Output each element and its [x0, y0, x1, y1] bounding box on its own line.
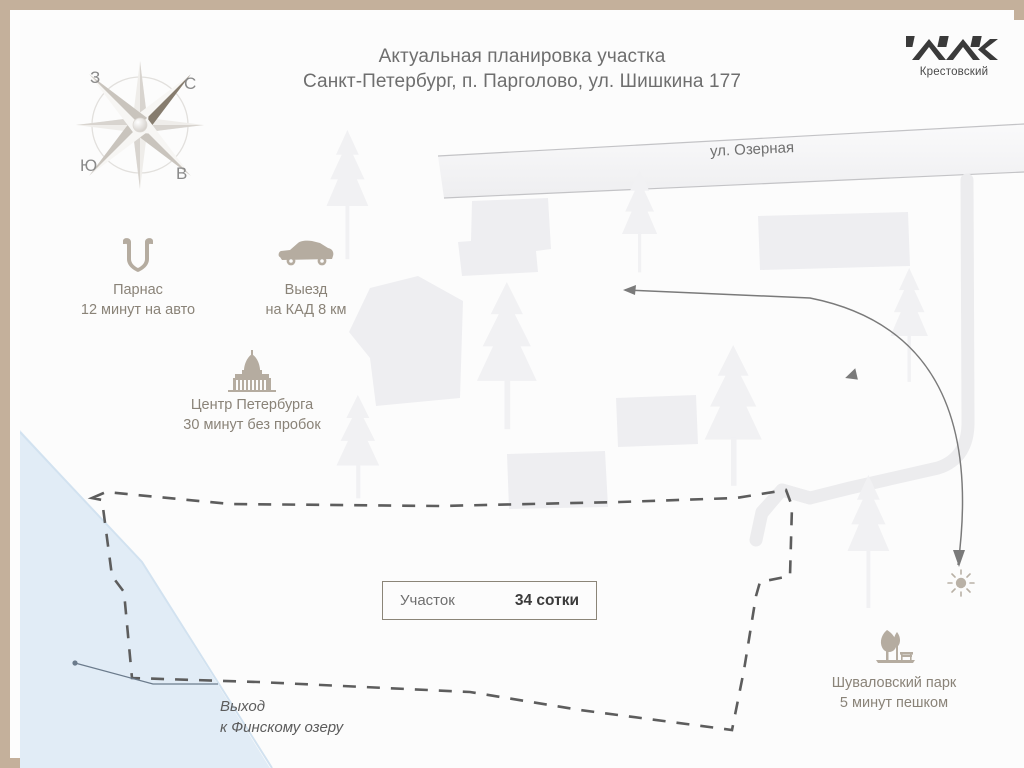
exit-callout-line2: к Финскому озеру	[220, 719, 344, 736]
exit-callout-line1: Выход	[220, 698, 266, 715]
poi-kad-line2: на КАД 8 км	[265, 302, 347, 318]
poi-kad-exit: Выезд на КАД 8 км	[216, 235, 396, 320]
page-title: Актуальная планировка участка Санкт-Пете…	[222, 44, 822, 94]
sun-path-arrowhead-end	[623, 285, 636, 295]
title-line-2: Санкт-Петербург, п. Парголово, ул. Шишки…	[303, 71, 741, 92]
title-line-1: Актуальная планировка участка	[378, 46, 666, 67]
sun-path-arrowhead-mid	[845, 368, 858, 380]
compass-labels: З С Ю В	[80, 60, 210, 200]
exit-leader-line	[72, 660, 218, 685]
cathedral-icon	[112, 350, 392, 392]
poi-center-line1: Центр Петербурга	[190, 397, 314, 413]
driveway-stub	[756, 484, 788, 520]
metro-icon	[43, 235, 233, 275]
poi-shuvalovsky-park: Шуваловский парк 5 минут пешком	[786, 628, 1002, 713]
plot-area-badge: Участок 34 сотки	[382, 581, 597, 620]
lake-shoreline	[20, 431, 273, 768]
building-footprints	[349, 198, 910, 509]
park-tree-bench-icon	[786, 628, 1002, 668]
map-graphics	[20, 61, 1024, 768]
compass-label-north: С	[184, 74, 197, 93]
sun-path-arrowhead-start	[953, 550, 965, 567]
plot-area-value: 34 сотки	[514, 591, 579, 609]
plot-area-key: Участок	[400, 592, 455, 609]
main-road	[437, 123, 1024, 199]
sun-icon	[947, 569, 975, 597]
poi-park-line2: 5 минут пешком	[839, 695, 949, 711]
car-icon	[216, 235, 396, 275]
roofline-zigzag-mark-icon	[898, 30, 1010, 64]
exit-callout: Выход к Финскому озеру	[220, 696, 343, 738]
poi-center-line2: 30 минут без пробок	[183, 417, 321, 433]
poi-parnas-line1: Парнас	[113, 282, 163, 298]
poi-park-line1: Шуваловский парк	[831, 675, 957, 691]
poi-parnas-line2: 12 минут на авто	[80, 302, 196, 318]
tree-cluster	[326, 130, 928, 608]
poi-city-center: Центр Петербурга 30 минут без пробок	[112, 350, 392, 435]
sun-path-arrow	[624, 289, 964, 566]
poi-kad-line1: Выезд	[284, 282, 328, 298]
plot-boundary	[87, 488, 794, 732]
compass-label-west: З	[90, 68, 101, 87]
compass-label-south: Ю	[80, 156, 98, 175]
compass-label-east: В	[176, 164, 188, 183]
brand-logo[interactable]: Крестовский	[898, 30, 1010, 78]
poi-parnas: Парнас 12 минут на авто	[43, 235, 233, 320]
brand-name: Крестовский	[919, 66, 989, 78]
compass-rose-graphic	[76, 61, 204, 189]
moon-crescent-icon	[598, 278, 610, 302]
map-canvas: Актуальная планировка участка Санкт-Пете…	[20, 20, 1024, 768]
